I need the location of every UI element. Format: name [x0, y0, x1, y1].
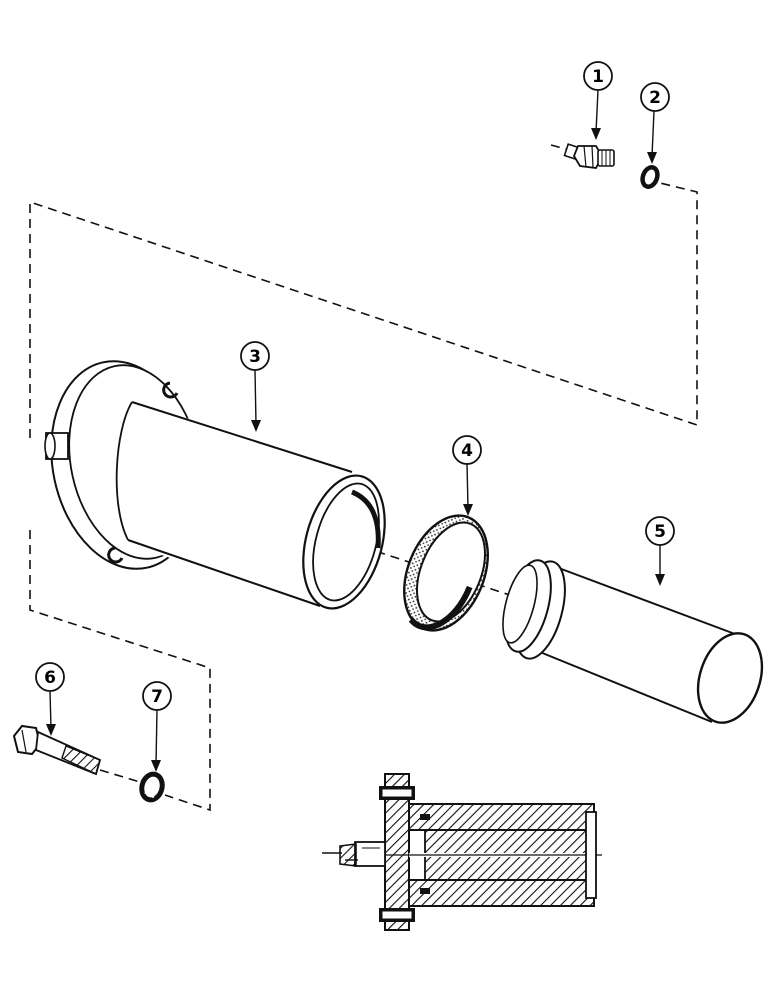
svg-text:2: 2: [649, 88, 661, 108]
svg-text:6: 6: [44, 668, 56, 688]
callouts: 1 2 3 4 5: [35, 61, 675, 772]
o-ring-part: [640, 165, 660, 189]
svg-text:1: 1: [592, 67, 604, 87]
cross-section-view: [322, 773, 602, 931]
callout-1: 1: [583, 61, 613, 140]
callout-5: 5: [645, 516, 675, 586]
svg-text:5: 5: [654, 522, 666, 542]
piston-part: [502, 559, 764, 724]
lock-washer-part: [139, 771, 165, 803]
fitting-part: [563, 143, 615, 169]
svg-text:3: 3: [249, 347, 261, 367]
callout-6: 6: [35, 662, 65, 736]
svg-text:7: 7: [151, 687, 163, 707]
callout-7: 7: [142, 681, 172, 772]
callout-3: 3: [240, 341, 270, 432]
callout-2: 2: [640, 82, 670, 164]
svg-text:4: 4: [461, 441, 473, 461]
seal-ring-part: [400, 514, 489, 632]
bolt-part: [12, 724, 102, 776]
callout-4: 4: [452, 435, 482, 516]
cylinder-housing-part: [44, 360, 386, 610]
